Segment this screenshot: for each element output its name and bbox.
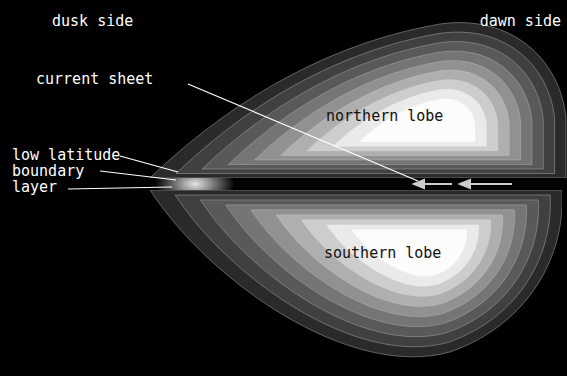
lobe-shell xyxy=(307,80,498,151)
leader-line xyxy=(100,171,176,180)
flow-arrow xyxy=(420,183,452,185)
leader-line xyxy=(120,156,178,172)
leader-line xyxy=(188,84,418,181)
arrow-head xyxy=(414,180,424,188)
part-label: low latitude boundary layer xyxy=(12,147,124,195)
lobe-label: northern lobe xyxy=(326,108,443,125)
part-label: current sheet xyxy=(36,71,153,87)
lobe-shell xyxy=(251,210,515,317)
lobe-shape xyxy=(150,190,562,368)
lobe-shell xyxy=(276,215,503,307)
leader-line xyxy=(68,187,172,189)
lobe-shell xyxy=(228,51,532,164)
arrow-head xyxy=(460,180,470,188)
lobe-shell xyxy=(281,70,510,155)
lobe-shell xyxy=(226,205,527,327)
lobe-shell xyxy=(301,220,491,297)
side-label: dusk side xyxy=(52,13,133,29)
lobe-shell xyxy=(150,23,566,178)
lobe-shell xyxy=(175,195,550,347)
lobe-shape xyxy=(150,18,567,178)
lobe-shell xyxy=(254,61,520,160)
lobe-region: southern lobe xyxy=(150,190,562,368)
lobe-shell xyxy=(176,32,555,173)
lobe-shell xyxy=(202,42,543,169)
lobe-label: southern lobe xyxy=(324,245,441,262)
lobe-shell xyxy=(150,190,562,357)
side-label: dawn side xyxy=(480,13,561,29)
lobe-shell xyxy=(200,200,538,337)
flow-arrow xyxy=(466,183,512,185)
lobe-region: northern lobe xyxy=(150,18,567,178)
